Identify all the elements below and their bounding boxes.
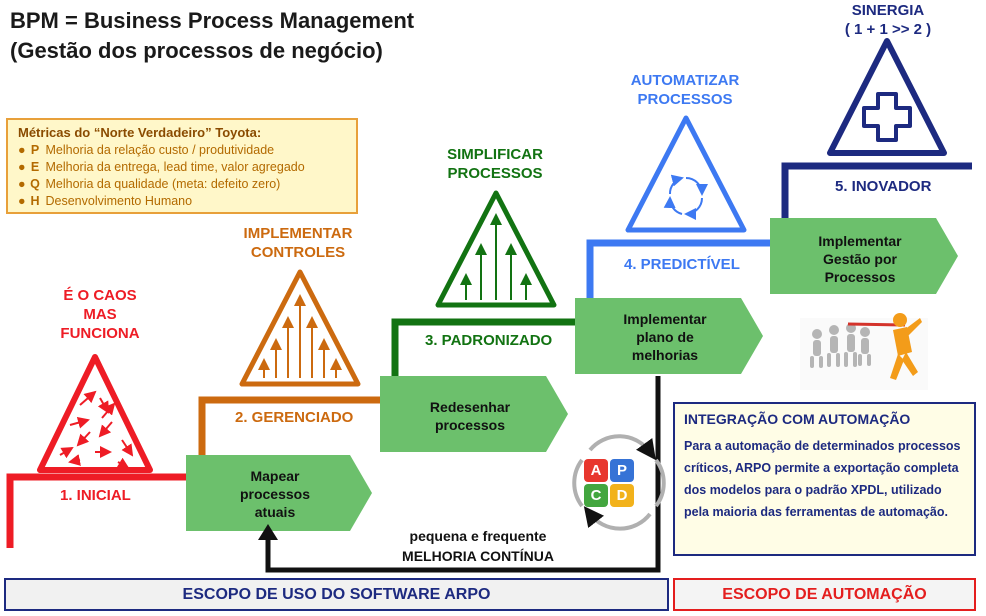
step-line-1 [6,473,198,548]
running-people-icon [800,313,928,390]
process-box-2-text: Redesenhar processos [395,398,545,434]
bullet-icon: ● [18,194,26,208]
stage-5-title-line: ( 1 + 1 >> 2 ) [844,21,932,38]
stage-3-title-line: SIMPLIFICAR [447,146,543,163]
metrics-item: ● E Melhoria da entrega, lead time, valor… [18,159,346,176]
stage-4-title-line: AUTOMATIZAR [630,72,740,89]
metrics-box: Métricas do “Norte Verdadeiro” Toyota: ●… [6,118,358,214]
stage-2-title: IMPLEMENTAR CONTROLES [228,224,368,262]
box-line: Implementar [623,311,707,327]
page-title: BPM = Business Process Management [10,8,415,33]
box-line: Mapear [250,468,300,484]
process-box-3 [575,298,763,374]
stage-4-title: AUTOMATIZAR PROCESSOS [615,71,755,109]
pdca-cycle-icon [572,434,666,531]
stage-2-title-line: CONTROLES [250,244,346,261]
metrics-text: Melhoria da relação custo / produtividad… [45,143,275,157]
bullet-icon: ● [18,143,26,157]
step-line-5 [781,162,972,240]
bullet-icon: ● [18,177,26,191]
stage-5-title-line: SINERGIA [851,2,925,19]
step-label-1: 1. INICIAL [60,487,131,504]
pdca-letter-c: C [590,487,602,504]
box-line: processos [434,417,506,433]
process-box-1 [186,455,372,531]
box-line: Implementar [818,233,902,249]
metrics-letter: H [30,194,40,208]
metrics-text: Melhoria da entrega, lead time, valor ag… [45,160,305,174]
stage-1-title-line: MAS [83,306,117,323]
integration-title: INTEGRAÇÃO COM AUTOMAÇÃO [684,411,911,427]
integration-box: INTEGRAÇÃO COM AUTOMAÇÃO Para a automaçã… [673,402,976,556]
metrics-letter: Q [30,177,40,191]
stage-2-title-line: IMPLEMENTAR [243,225,353,242]
step-label-2: 2. GERENCIADO [235,409,354,426]
process-box-4 [770,218,958,294]
box-line: processos [239,486,311,502]
step-label-4: 4. PREDICTÍVEL [624,256,740,273]
chaos-triangle-icon [37,354,153,473]
melhoria-line: pequena e frequente [409,528,547,544]
stage-4-title-line: PROCESSOS [637,91,733,108]
metrics-title: Métricas do “Norte Verdadeiro” Toyota: [18,125,262,140]
metrics-item: ● Q Melhoria da qualidade (meta: defeito … [18,176,346,193]
melhoria-line: MELHORIA CONTÍNUA [402,548,554,564]
box-line: Redesenhar [429,399,511,415]
step-line-2 [198,396,390,470]
metrics-letter: E [30,160,40,174]
metrics-item: ● H Desenvolvimento Humano [18,193,346,210]
stage-5-title: SINERGIA ( 1 + 1 >> 2 ) [818,1,958,39]
metrics-item: ● P Melhoria da relação custo / produtivi… [18,142,346,159]
process-box-1-text: Mapear processos atuais [200,467,350,521]
step-line-3 [391,318,588,392]
pdca-letter-a: A [590,462,602,479]
stage-1-title: É O CAOS MAS FUNCIONA [45,286,155,343]
pdca-letter-d: D [616,487,628,504]
metrics-letter: P [30,143,40,157]
box-line: plano de [636,329,694,345]
page-subtitle: (Gestão dos processos de negócio) [10,38,383,63]
automate-triangle-icon [625,115,747,233]
pdca-letter-p: P [616,462,627,479]
stage-1-title-line: FUNCIONA [60,325,140,342]
scope-arpo-bar: ESCOPO DE USO DO SOFTWARE ARPO [4,578,669,611]
up-arrow-icon [258,524,278,540]
integration-body: Para a automação de determinados process… [684,439,961,519]
process-box-4-text: Implementar Gestão por Processos [785,232,935,286]
stage-3-title-line: PROCESSOS [447,165,543,182]
box-line: atuais [254,504,296,520]
stage-3-title: SIMPLIFICAR PROCESSOS [425,145,565,183]
simplify-triangle-icon [435,190,557,308]
process-box-3-text: Implementar plano de melhorias [590,310,740,364]
box-line: Processos [824,269,896,285]
metrics-text: Melhoria da qualidade (meta: defeito zer… [45,177,281,191]
continuous-improvement-label: pequena e frequente MELHORIA CONTÍNUA [378,526,578,566]
process-box-2 [380,376,568,452]
controls-triangle-icon [239,269,361,387]
box-line: Gestão por [823,251,897,267]
stage-1-title-line: É O CAOS [63,287,137,304]
bullet-icon: ● [18,160,26,174]
step-line-4 [586,239,782,318]
synergy-triangle-icon [827,38,947,156]
step-label-5: 5. INOVADOR [835,178,932,195]
step-label-3: 3. PADRONIZADO [425,332,553,349]
metrics-text: Desenvolvimento Humano [45,194,193,208]
box-line: melhorias [631,347,699,363]
continuous-improvement-arrow [265,376,661,573]
plus-icon [862,92,912,142]
scope-automation-bar: ESCOPO DE AUTOMAÇÃO [673,578,976,611]
